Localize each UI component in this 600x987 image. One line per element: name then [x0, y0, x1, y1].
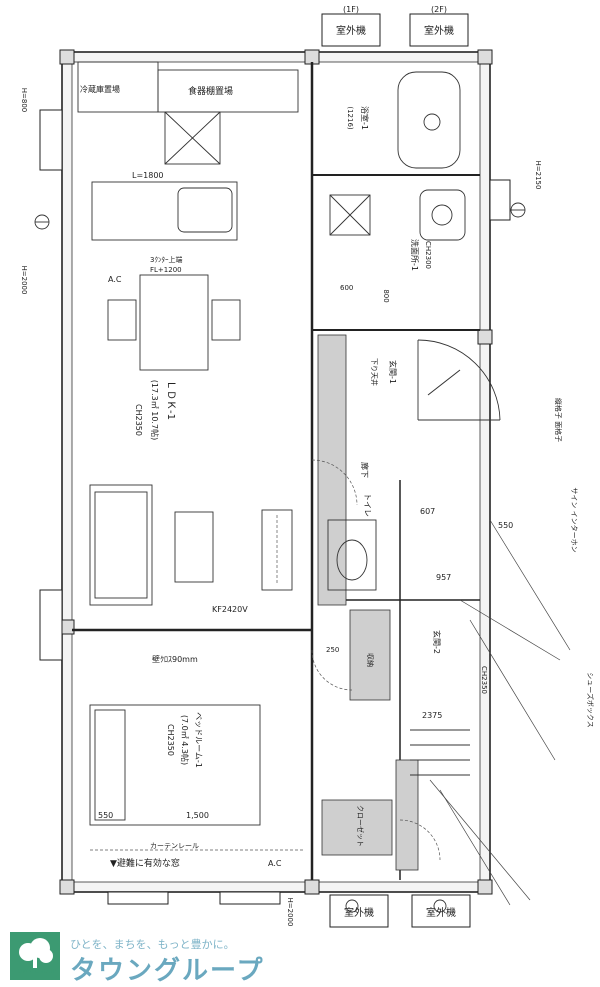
- dim-800: 800: [382, 289, 390, 302]
- bedroom-area: (7.0㎡ 4.3帖): [180, 715, 190, 765]
- outdoor-unit-1f: [321, 13, 381, 47]
- bedroom-name: ベッドルーム-1: [194, 712, 203, 768]
- dim-250: 250: [326, 646, 339, 654]
- top-label-unit-2: 室外機: [424, 24, 454, 37]
- kitchen-top-label: 3ｸﾝﾀｰ上端: [150, 255, 182, 264]
- wash-name: 洗面所-1: [410, 239, 420, 271]
- closet-hatch: [321, 799, 393, 856]
- wall-height-label: 壁ｸﾛｽ90mm: [152, 654, 198, 664]
- dim-600: 600: [340, 284, 353, 292]
- top-label-1f: (1F): [343, 5, 359, 14]
- left-h800: H=800: [20, 88, 28, 113]
- entrance-name: 玄関-1: [388, 360, 398, 384]
- outdoor-unit-2f: [409, 13, 469, 47]
- windows: [39, 109, 511, 905]
- kitchen-fl-label: FL+1200: [150, 266, 182, 274]
- ch2350-b: CH2350: [480, 666, 488, 694]
- dim-607: 607: [420, 507, 435, 516]
- bed: [89, 704, 261, 826]
- top-label-unit-1: 室外機: [336, 24, 366, 37]
- closet-name: クローゼット: [356, 805, 365, 847]
- bottom-label-unit-1: 室外機: [344, 906, 374, 919]
- outdoor-unit-bottom-1: [329, 894, 389, 928]
- entrance2-name: 玄関-2: [432, 630, 442, 654]
- storage-hatch: [349, 609, 391, 701]
- brand-name: タウングループ: [70, 956, 265, 986]
- counter-length: L=1800: [132, 171, 164, 180]
- inner-area: [71, 61, 481, 883]
- dim-957: 957: [436, 573, 451, 582]
- bedroom-ch: CH2350: [166, 724, 175, 756]
- bottom-label-unit-2: 室外機: [426, 906, 456, 919]
- bath-name: 浴室-1: [360, 106, 370, 130]
- dim-2375: 2375: [422, 711, 442, 720]
- entrance-sub: 下り天井: [370, 358, 379, 386]
- fridge-label: 冷蔵庫置場: [80, 84, 120, 94]
- logo-mark-text: TOWN GROUP: [13, 968, 57, 975]
- wash-ch: CH2300: [424, 241, 432, 269]
- bath-size: (1216): [346, 106, 354, 130]
- bathtub: [397, 71, 461, 169]
- right-note-3: シューズボックス: [586, 672, 595, 727]
- washer-space: [329, 194, 371, 236]
- pipe-shaft: [317, 334, 347, 606]
- toilet: [336, 539, 368, 581]
- ldk-ch: CH2350: [134, 404, 143, 436]
- dim-550b: 550: [498, 521, 513, 530]
- ldk-area: (17.3㎡ 10.7帖): [150, 380, 160, 440]
- right-h2150: H=2150: [534, 161, 542, 190]
- dining-table: [139, 274, 209, 371]
- left-h2000: H=2000: [20, 266, 28, 295]
- wall-bracket-label: KF2420V: [212, 605, 248, 614]
- storage-name: 収納: [366, 653, 375, 667]
- hall-name: 廊下: [360, 462, 370, 478]
- hall-lines: [410, 729, 470, 776]
- kitchen-counter: [91, 181, 238, 241]
- curtain-label: カーテンレール: [150, 842, 199, 850]
- wc-room: [327, 519, 377, 591]
- top-label-2f: (2F): [431, 5, 447, 14]
- wash-basin: [419, 189, 466, 241]
- right-note-2: サイン インターホン: [570, 487, 579, 552]
- brand-tagline: ひとを、まちを、もっと豊かに。: [70, 938, 235, 951]
- step-arrow: [427, 369, 461, 396]
- entrance-door-swing: [417, 339, 501, 421]
- leader-lines: [429, 519, 571, 906]
- floor-plan: (1F) 室外機 (2F) 室外機 室外機 室外機 冷蔵庫置場 食器棚置場 L=…: [20, 5, 595, 928]
- tv-board: [261, 509, 293, 591]
- coffee-table: [174, 511, 214, 583]
- right-h2000: H=2000: [286, 898, 294, 927]
- window-note: ▼避難に有効な窓: [110, 857, 180, 869]
- right-note-1: 縦格子 面格子: [554, 398, 563, 442]
- sofa: [89, 484, 153, 606]
- ac-label-2: A.C: [268, 859, 282, 868]
- dish-cabinet-space: [157, 69, 299, 113]
- hob: [164, 111, 221, 165]
- side-hatch: [395, 759, 419, 871]
- ac-label: A.C: [108, 275, 122, 284]
- wall-columns: [59, 49, 493, 895]
- section-marks: [34, 202, 526, 913]
- sink: [177, 187, 233, 233]
- dim-550: 550: [98, 811, 113, 820]
- wc-name: トイレ: [363, 493, 372, 517]
- dim-1500: 1,500: [186, 811, 209, 820]
- dish-cabinet-label: 食器棚置場: [188, 85, 233, 97]
- tree-logo-icon: [10, 932, 60, 980]
- ldk-name: ＬＤＫ-1: [165, 380, 176, 420]
